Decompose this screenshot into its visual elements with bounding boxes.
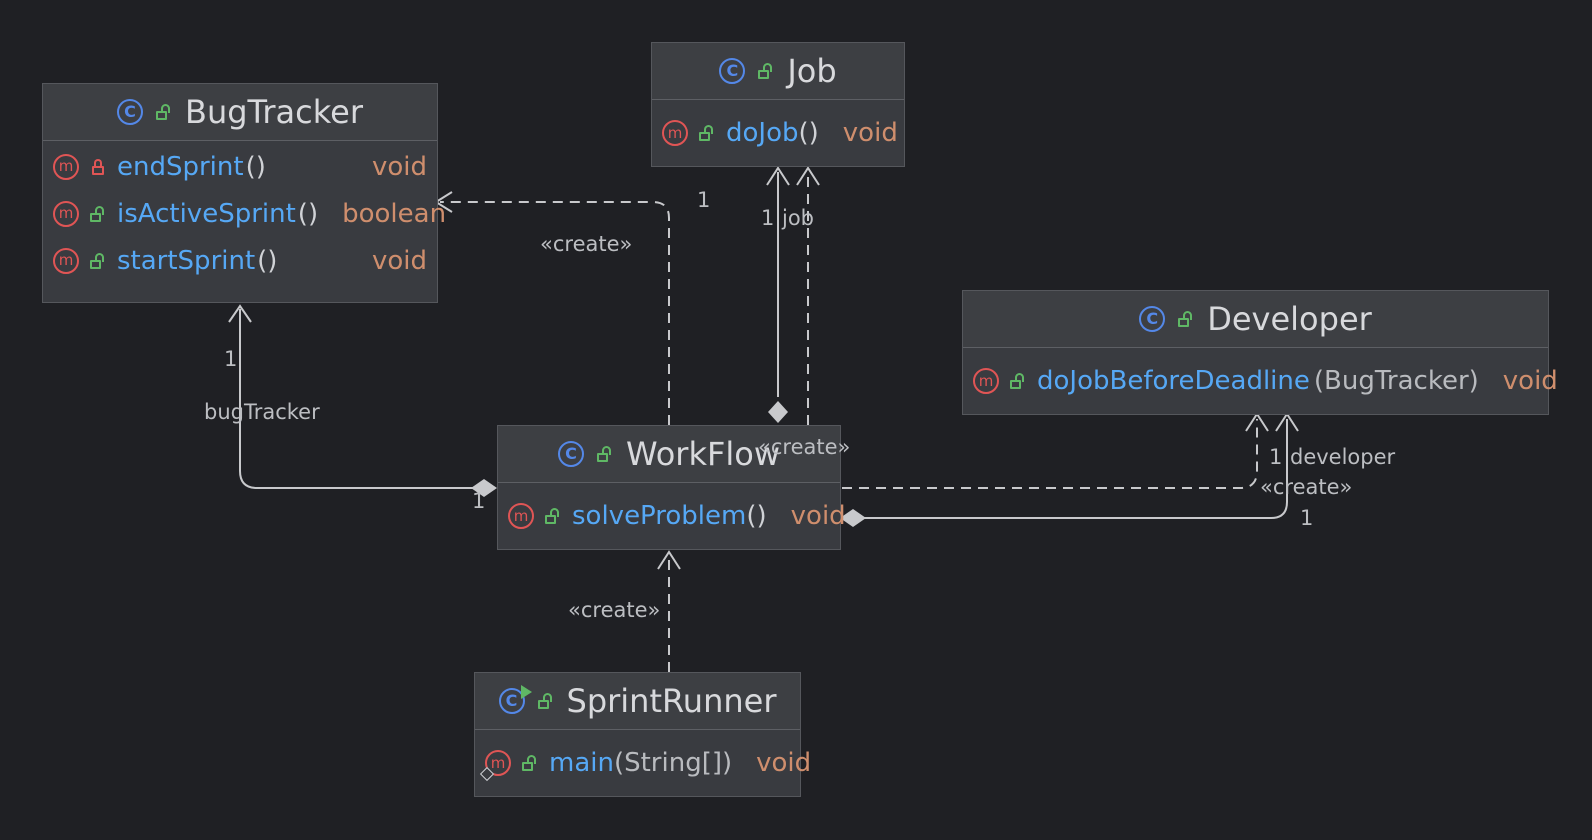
class-icon: C [1139, 306, 1166, 332]
method-parens: () [746, 501, 767, 531]
edge-workflow-create-bugtracker [440, 201, 670, 425]
method-icon: m [973, 368, 999, 394]
method-params: (String[]) [613, 748, 733, 778]
return-type: boolean [342, 198, 447, 229]
public-lock-icon [155, 103, 173, 121]
private-lock-icon [89, 158, 107, 176]
class-header: C SprintRunner [475, 673, 800, 730]
public-lock-icon [1177, 310, 1195, 328]
class-header: C Developer [963, 291, 1548, 348]
edge-workflow-developer-association [864, 419, 1288, 519]
arrow-head-bugtracker [228, 304, 252, 323]
method-parens: () [245, 151, 266, 182]
method-name: doJob [726, 118, 799, 148]
runnable-class-icon: C [498, 685, 532, 714]
class-sprintrunner[interactable]: C SprintRunner m main(String[]) void [474, 672, 811, 797]
label-create-bugtracker: «create» [540, 232, 633, 256]
method-icon: m [662, 120, 688, 146]
public-lock-icon [544, 507, 562, 525]
class-icon: C [557, 441, 584, 467]
public-lock-icon [596, 445, 614, 463]
label-mult-job: 1 [761, 206, 775, 230]
label-mult-bugtracker-create: 1 [697, 188, 711, 212]
class-icon: C [117, 99, 143, 125]
class-header: C Job [652, 43, 904, 100]
class-developer[interactable]: C Developer m doJobBeforeDeadline(BugTra… [962, 290, 1558, 415]
composition-diamond-developer [840, 509, 866, 527]
return-type: void [842, 118, 898, 148]
arrow-head-job [766, 166, 790, 186]
method-list: m endSprint() void m isActiveSprint() bo… [43, 141, 446, 284]
method-parens: () [798, 118, 819, 148]
method-icon: m [53, 247, 79, 274]
method-name: solveProblem [572, 501, 747, 531]
return-type: void [371, 151, 427, 182]
class-job[interactable]: C Job m doJob() void [651, 42, 905, 167]
class-name: SprintRunner [566, 682, 777, 720]
label-create-workflow: «create» [568, 598, 661, 622]
public-lock-icon [521, 754, 539, 772]
method-name: startSprint [117, 245, 256, 276]
method-icon: m [53, 200, 79, 227]
class-name: BugTracker [185, 93, 363, 131]
label-role-developer: developer [1290, 445, 1396, 469]
class-name: WorkFlow [625, 435, 781, 473]
public-lock-icon [757, 62, 775, 80]
class-icon: C [719, 58, 746, 84]
label-mult-workflow-left: 1 [472, 489, 486, 513]
static-method-icon: m [479, 750, 511, 782]
class-workflow[interactable]: C WorkFlow m solveProblem() void [497, 425, 846, 550]
label-mult-developer: 1 [1269, 445, 1283, 469]
class-header: C BugTracker [43, 84, 437, 141]
label-create-developer: «create» [1260, 475, 1353, 499]
method-name: endSprint [117, 151, 244, 182]
method-icon: m [53, 153, 79, 180]
return-type: void [790, 501, 846, 531]
label-mult-developer-right: 1 [1300, 506, 1314, 530]
method-row[interactable]: m doJob() void [662, 102, 898, 164]
method-parens: () [297, 198, 319, 229]
public-lock-icon [537, 692, 555, 710]
arrow-head-job-create [796, 166, 820, 186]
method-icon: m [508, 503, 534, 529]
return-type: void [1502, 366, 1558, 396]
return-type: void [756, 748, 812, 778]
public-lock-icon [1009, 372, 1027, 390]
method-list: m main(String[]) void [475, 730, 811, 794]
label-role-job: job [782, 206, 815, 230]
method-row[interactable]: m isActiveSprint() boolean [53, 190, 446, 237]
method-name: isActiveSprint [117, 198, 296, 229]
method-list: m doJobBeforeDeadline(BugTracker) void [963, 348, 1558, 412]
label-role-bugtracker: bugTracker [204, 400, 320, 424]
arrow-head-workflow-create [657, 550, 681, 570]
method-row[interactable]: m main(String[]) void [479, 732, 811, 794]
method-row[interactable]: m solveProblem() void [508, 485, 846, 547]
edge-workflow-create-developer [842, 419, 1258, 489]
method-list: m doJob() void [652, 100, 904, 164]
method-parens: () [257, 245, 278, 276]
edge-workflow-bugtracker-association [239, 309, 474, 489]
method-name: main [549, 748, 614, 778]
public-lock-icon [89, 205, 107, 223]
static-badge-icon [479, 766, 495, 782]
method-params: (BugTracker) [1313, 366, 1479, 396]
label-create-job: «create» [758, 435, 851, 459]
method-row[interactable]: m startSprint() void [53, 237, 427, 284]
class-bugtracker[interactable]: C BugTracker m endSprint() void m isActi… [42, 83, 446, 303]
class-header: C WorkFlow [498, 426, 840, 483]
public-lock-icon [698, 124, 716, 142]
return-type: void [371, 245, 427, 276]
method-row[interactable]: m endSprint() void [53, 143, 427, 190]
method-list: m solveProblem() void [498, 483, 846, 547]
label-mult-bugtracker: 1 [224, 347, 238, 371]
method-row[interactable]: m doJobBeforeDeadline(BugTracker) void [973, 350, 1558, 412]
class-name: Job [787, 52, 837, 90]
run-badge-icon [520, 685, 532, 699]
composition-diamond-bugtracker [471, 479, 497, 497]
class-name: Developer [1207, 300, 1372, 338]
method-name: doJobBeforeDeadline [1037, 366, 1310, 396]
composition-diamond-job [768, 401, 788, 423]
public-lock-icon [89, 252, 107, 270]
